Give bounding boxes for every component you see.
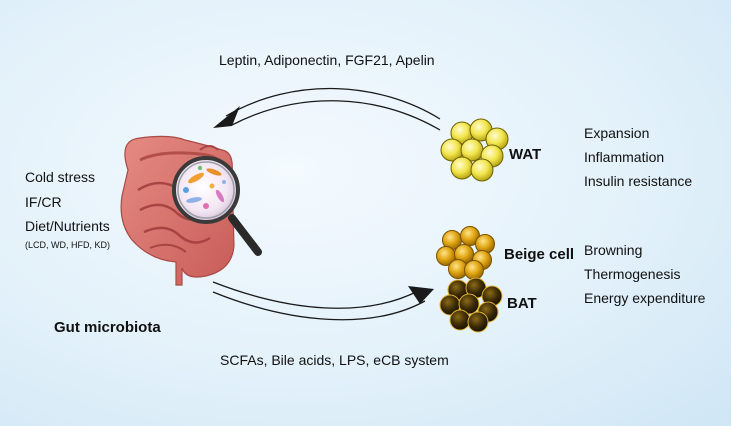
bottom-signals-label: SCFAs, Bile acids, LPS, eCB system	[220, 352, 449, 368]
top-arrow	[213, 87, 441, 131]
beige-cell-label: Beige cell	[504, 246, 575, 263]
factor-cold-stress: Cold stress	[25, 169, 96, 185]
wat-effect-insulin-resistance: Insulin resistance	[584, 173, 693, 189]
magnifier-icon	[172, 156, 262, 256]
factor-if-cr: IF/CR	[25, 194, 62, 210]
top-signals-label: Leptin, Adiponectin, FGF21, Apelin	[219, 52, 435, 68]
bat-cell-cluster	[439, 277, 503, 333]
beige-effect-energy-expenditure: Energy expenditure	[584, 290, 706, 306]
wat-label: WAT	[509, 146, 542, 163]
wat-effect-inflammation: Inflammation	[584, 149, 665, 165]
beige-cell-cluster	[436, 226, 495, 280]
beige-effect-thermogenesis: Thermogenesis	[584, 266, 681, 282]
wat-effect-expansion: Expansion	[584, 125, 650, 141]
beige-effect-browning: Browning	[584, 242, 643, 258]
factor-diet: Diet/Nutrients	[25, 218, 110, 234]
diet-note: (LCD, WD, HFD, KD)	[25, 240, 110, 250]
bottom-arrow	[212, 281, 434, 321]
bat-label: BAT	[507, 295, 537, 312]
wat-cell-cluster	[440, 118, 509, 182]
gut-microbiota-label: Gut microbiota	[54, 319, 161, 336]
